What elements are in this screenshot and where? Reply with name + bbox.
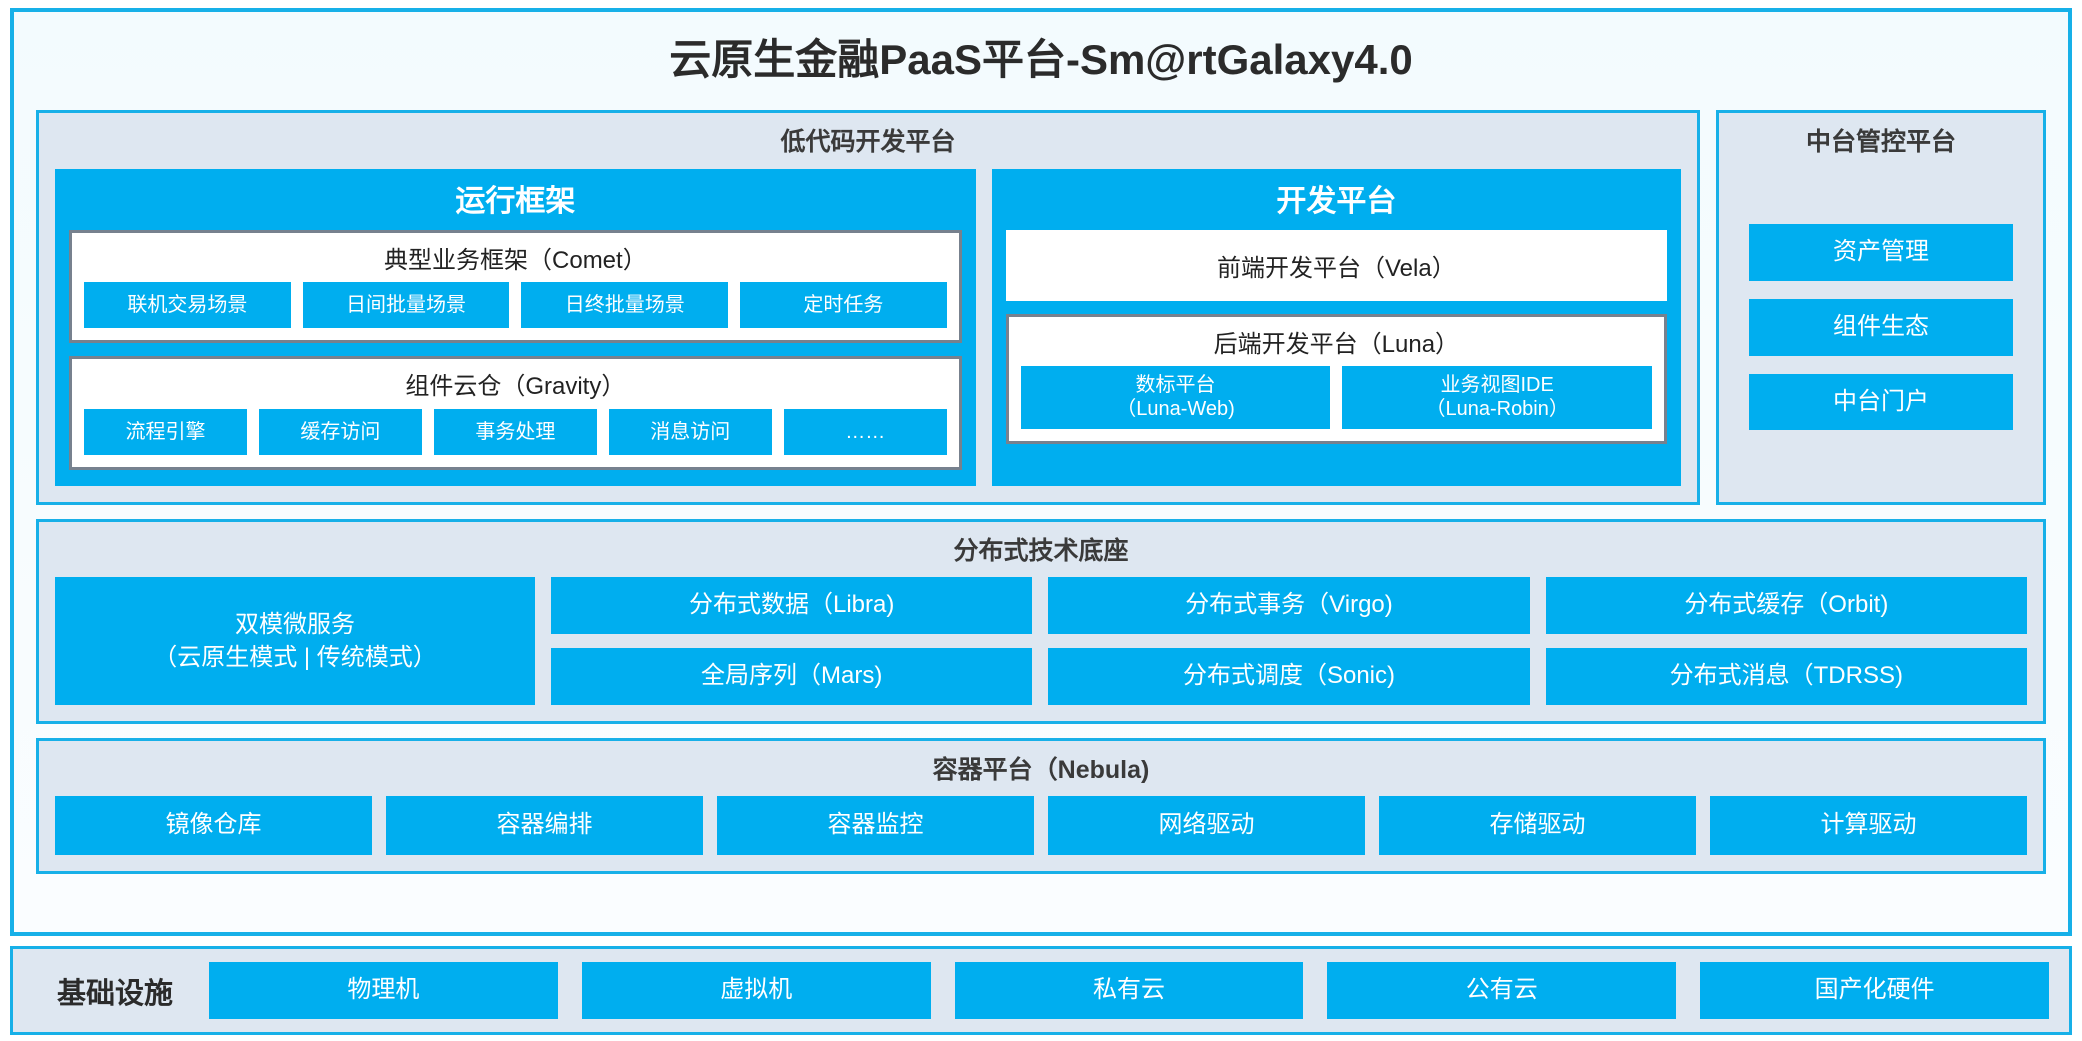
tech-base-grid: 双模微服务 （云原生模式 | 传统模式） 分布式数据（Libra) 全局序列（M… [55,577,2027,705]
midoffice-item-asset-management[interactable]: 资产管理 [1749,223,2013,281]
top-row: 低代码开发平台 运行框架 典型业务框架（Comet） 联机交易场景 日间批量场景 [36,110,2046,505]
main-architecture-frame: 云原生金融PaaS平台-Sm@rtGalaxy4.0 低代码开发平台 运行框架 … [10,8,2072,937]
tech-dual-mode-microservice[interactable]: 双模微服务 （云原生模式 | 传统模式） [55,577,535,705]
container-platform-items: 镜像仓库 容器编排 容器监控 网络驱动 存储驱动 计算驱动 [55,796,2027,856]
comet-box: 典型业务框架（Comet） 联机交易场景 日间批量场景 日终批量场景 定时任务 [69,229,962,344]
runtime-framework-title: 运行框架 [455,184,576,218]
gravity-item-message-access[interactable]: 消息访问 [608,408,772,455]
development-platform-card: 开发平台 前端开发平台（Vela） 后端开发平台（Luna） 数标平台 （Lun… [991,168,1681,486]
tech-base-panel: 分布式技术底座 双模微服务 （云原生模式 | 传统模式） 分布式数据（Libra… [36,518,2046,724]
infra-item-public-cloud[interactable]: 公有云 [1327,962,1677,1019]
infra-item-virtual-machine[interactable]: 虚拟机 [581,962,931,1019]
lowcode-platform-title: 低代码开发平台 [780,128,956,157]
infrastructure-items: 物理机 虚拟机 私有云 公有云 国产化硬件 [209,962,2049,1019]
infra-item-physical-machine[interactable]: 物理机 [209,962,558,1019]
infra-item-domestic-hardware[interactable]: 国产化硬件 [1700,962,2049,1019]
luna-item-luna-web[interactable]: 数标平台 （Luna-Web) [1020,366,1331,430]
container-item-compute-driver[interactable]: 计算驱动 [1710,796,2027,856]
container-item-network-driver[interactable]: 网络驱动 [1048,796,1365,856]
container-item-orchestration[interactable]: 容器编排 [386,796,703,856]
comet-item-eod-batch[interactable]: 日终批量场景 [521,282,729,329]
gravity-item-transaction[interactable]: 事务处理 [433,408,597,455]
container-platform-title: 容器平台（Nebula) [932,755,1150,784]
luna-title: 后端开发平台（Luna） [1213,330,1460,358]
runtime-framework-card: 运行框架 典型业务框架（Comet） 联机交易场景 日间批量场景 日终批量场景 … [55,168,976,486]
vela-frontend-box[interactable]: 前端开发平台（Vela） [1005,229,1667,301]
midoffice-platform-title: 中台管控平台 [1805,128,1956,157]
comet-item-intraday-batch[interactable]: 日间批量场景 [302,282,510,329]
page-title: 云原生金融PaaS平台-Sm@rtGalaxy4.0 [669,36,1413,83]
gravity-item-process-engine[interactable]: 流程引擎 [84,408,247,455]
development-platform-title: 开发平台 [1276,184,1397,218]
tech-cell-libra[interactable]: 分布式数据（Libra) [551,577,1033,635]
luna-robin-line1: 业务视图IDE [1440,374,1554,397]
tech-cell-mars[interactable]: 全局序列（Mars) [551,648,1033,705]
runtime-framework-stack: 典型业务框架（Comet） 联机交易场景 日间批量场景 日终批量场景 定时任务 [69,229,962,470]
midoffice-item-component-ecosystem[interactable]: 组件生态 [1749,298,2013,356]
lowcode-platform-panel: 低代码开发平台 运行框架 典型业务框架（Comet） 联机交易场景 日间批量场景 [36,110,1700,505]
infrastructure-label: 基础设施 [57,977,174,1010]
gravity-item-cache-access[interactable]: 缓存访问 [258,408,422,455]
luna-item-luna-robin[interactable]: 业务视图IDE （Luna-Robin） [1342,366,1652,430]
container-platform-panel: 容器平台（Nebula) 镜像仓库 容器编排 容器监控 网络驱动 存储驱动 计算… [36,737,2046,875]
comet-items: 联机交易场景 日间批量场景 日终批量场景 定时任务 [84,282,947,329]
container-item-monitoring[interactable]: 容器监控 [717,796,1034,856]
tech-column-2: 分布式事务（Virgo) 分布式调度（Sonic) [1048,577,1530,705]
infra-item-private-cloud[interactable]: 私有云 [954,962,1304,1019]
luna-backend-box: 后端开发平台（Luna） 数标平台 （Luna-Web) 业务视图IDE （Lu… [1005,313,1667,445]
midoffice-platform-panel: 中台管控平台 资产管理 组件生态 中台门户 [1716,110,2046,505]
luna-web-line2: （Luna-Web) [1116,397,1235,420]
infrastructure-panel: 基础设施 物理机 虚拟机 私有云 公有云 国产化硬件 [10,946,2072,1035]
comet-item-online-trade[interactable]: 联机交易场景 [84,282,291,329]
tech-column-3: 分布式缓存（Orbit) 分布式消息（TDRSS) [1545,577,2027,705]
tech-cell-tdrss[interactable]: 分布式消息（TDRSS) [1545,648,2027,705]
tech-column-1: 分布式数据（Libra) 全局序列（Mars) [551,577,1033,705]
tech-cell-orbit[interactable]: 分布式缓存（Orbit) [1545,577,2027,635]
tech-base-title: 分布式技术底座 [953,536,1129,565]
luna-web-line1: 数标平台 [1135,374,1216,397]
gravity-title: 组件云仓（Gravity） [405,373,626,401]
container-item-image-registry[interactable]: 镜像仓库 [55,796,372,856]
container-item-storage-driver[interactable]: 存储驱动 [1379,796,1696,856]
midoffice-items: 资产管理 组件生态 中台门户 [1735,169,2027,486]
gravity-item-ellipsis[interactable]: …… [783,408,947,455]
luna-robin-line2: （Luna-Robin） [1425,397,1569,420]
luna-items: 数标平台 （Luna-Web) 业务视图IDE （Luna-Robin） [1020,366,1652,430]
development-platform-stack: 前端开发平台（Vela） 后端开发平台（Luna） 数标平台 （Luna-Web… [1005,229,1667,470]
gravity-box: 组件云仓（Gravity） 流程引擎 缓存访问 事务处理 消息访问 …… [69,356,962,470]
dual-mode-line1: 双模微服务 [235,610,355,638]
comet-title: 典型业务框架（Comet） [384,246,647,274]
midoffice-item-portal[interactable]: 中台门户 [1749,373,2013,431]
dual-mode-line2: （云原生模式 | 传统模式） [153,644,437,672]
tech-cell-sonic[interactable]: 分布式调度（Sonic) [1048,648,1530,705]
comet-item-scheduled-task[interactable]: 定时任务 [740,282,947,329]
gravity-items: 流程引擎 缓存访问 事务处理 消息访问 …… [84,408,947,455]
lowcode-platform-body: 运行框架 典型业务框架（Comet） 联机交易场景 日间批量场景 日终批量场景 … [55,168,1681,486]
tech-cell-virgo[interactable]: 分布式事务（Virgo) [1048,577,1530,635]
